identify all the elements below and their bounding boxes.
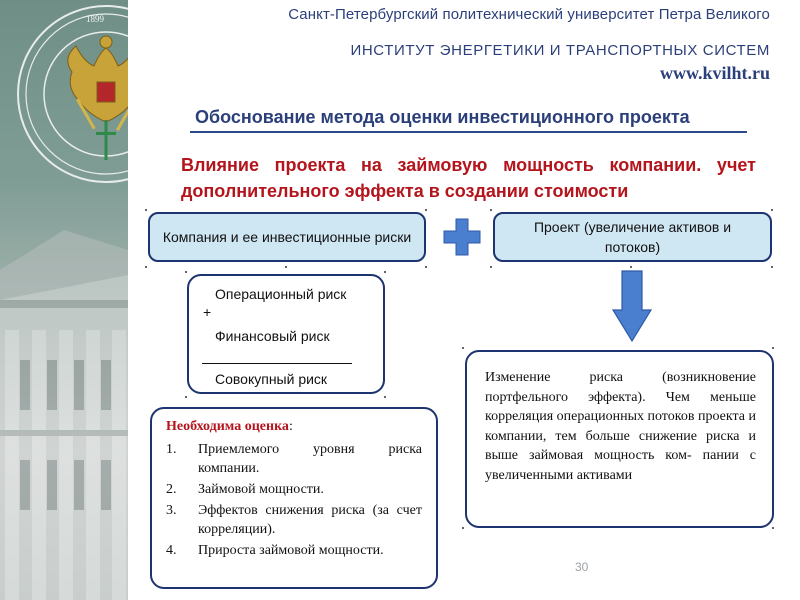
selection-handle (490, 209, 492, 211)
selection-handle (771, 209, 773, 211)
page-number: 30 (575, 560, 589, 574)
financial-risk-label: Финансовый риск (215, 328, 330, 344)
selection-handle (285, 266, 287, 268)
list-item: 2.Займовой мощности. (166, 482, 324, 497)
selection-handle (490, 266, 492, 268)
selection-handle (185, 271, 187, 273)
list-item: 4.Прироста займовой мощности. (166, 543, 384, 558)
project-box-text: Проект (увеличение активов и потоков) (533, 219, 732, 255)
selection-handle (772, 527, 774, 529)
risk-composition-box: Операционный риск + Финансовый риск Сово… (187, 274, 385, 394)
seal-year: 1899 (86, 14, 104, 24)
selection-handle (462, 527, 464, 529)
selection-handle (771, 266, 773, 268)
sum-line (202, 363, 352, 364)
selection-handle (384, 271, 386, 273)
title-underline (190, 131, 747, 133)
assessment-list: 1.Приемлемого уровня риска компании. 2.З… (166, 440, 422, 560)
project-box: Проект (увеличение активов и потоков) (493, 212, 772, 262)
selection-handle (185, 396, 187, 398)
institute-name: ИНСТИТУТ ЭНЕРГЕТИКИ И ТРАНСПОРТНЫХ СИСТЕ… (350, 42, 770, 59)
selection-handle (384, 396, 386, 398)
company-risks-text: Компания и ее инвестиционные риски (162, 229, 412, 245)
slide-subtitle: Влияние проекта на займовую мощность ком… (181, 155, 756, 201)
selection-handle (145, 209, 147, 211)
website-link[interactable]: www.kvilht.ru (659, 63, 770, 83)
total-risk-label: Совокупный риск (215, 371, 328, 387)
company-risks-box: Компания и ее инвестиционные риски (148, 212, 426, 262)
university-name: Санкт-Петербургский политехнический унив… (288, 6, 770, 23)
selection-handle (425, 209, 427, 211)
required-assessment-colon: : (288, 419, 293, 434)
selection-handle (462, 347, 464, 349)
slide-title: Обоснование метода оценки инвестиционног… (195, 107, 690, 127)
arrow-down-icon (612, 270, 652, 342)
portfolio-effect-box: Изменение риска (возникновение портфельн… (465, 350, 774, 528)
list-item: 3.Эффектов снижения риска (за счет корре… (166, 503, 422, 537)
left-decorative-band: 1899 (0, 0, 128, 600)
plus-sign: + (203, 304, 212, 320)
selection-handle (145, 266, 147, 268)
university-seal-icon (17, 5, 128, 183)
plus-icon (443, 218, 481, 256)
list-item: 1.Приемлемого уровня риска компании. (166, 442, 422, 476)
portfolio-effect-text: Изменение риска (возникновение портфельн… (485, 370, 756, 483)
selection-handle (630, 266, 632, 268)
selection-handle (772, 347, 774, 349)
selection-handle (425, 266, 427, 268)
required-assessment-title: Необходима оценка (166, 419, 289, 434)
required-assessment-box: Необходима оценка: 1.Приемлемого уровня … (150, 407, 438, 589)
building-illustration (0, 5, 128, 600)
operational-risk-label: Операционный риск (215, 286, 347, 302)
